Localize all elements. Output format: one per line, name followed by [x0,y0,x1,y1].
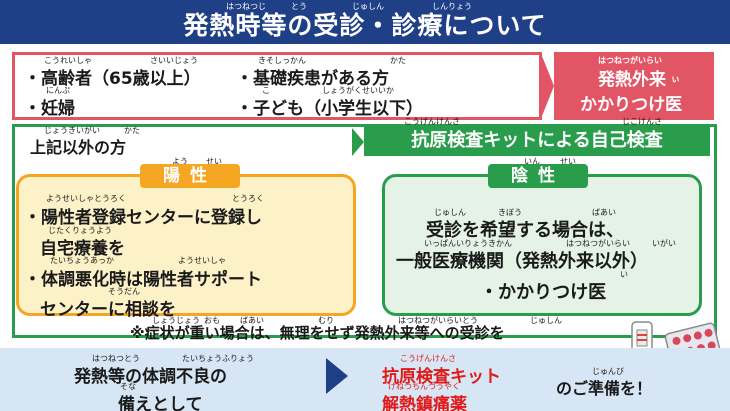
fever-clinic-connector: ぃ [671,75,681,85]
note-ruby-1: しょうじょう [152,316,200,325]
positive-line-3: ・体調悪化時は陽性者サポート [24,270,262,290]
note-ruby-6: じゅしん [530,316,562,325]
please-prepare-label: のご準備を！ [556,379,653,398]
other-ruby-2: かた [124,126,140,135]
antipyretic-item: 解熱鎮痛薬 [382,395,467,411]
arrow-to-self-test-icon [352,128,364,156]
positive-ruby-2: せい [206,157,222,166]
title-bar: はつねつじ とう じゅしん しんりょう 発熱時等の受診・診療について [0,0,730,44]
neg-line-ruby-3: ばあい [592,208,616,217]
note-ruby-5: はつねつがいらいとう [398,316,478,325]
negative-box [382,174,702,316]
bottom-left-line-1: 発熱等の体調不良の [74,367,227,387]
self-test-header: 抗原検査キットによる自己検査 [364,126,710,156]
positive-line-2: 自宅療養を [40,239,125,259]
title-ruby-4: しんりょう [432,2,472,11]
negative-line-1: 受診を希望する場合は、 [426,220,624,241]
negative-line-3: ・かかりつけ医 [480,282,607,303]
page-title: 発熱時等の受診・診療について [183,11,547,40]
note-ruby-2: おも [204,316,220,325]
neg-line-ruby-2: きぼう [498,208,522,217]
preparation-banner [0,348,730,411]
positive-tab: 陽性 [140,164,240,188]
elderly-item-children: ・子ども（小学生以下） [236,99,423,119]
arrow-right-icon [326,358,348,394]
negative-tab: 陰性 [488,164,588,188]
neg-line-ruby-7: い [620,270,628,279]
negative-ruby-1: いん [524,157,540,166]
fever-clinic-ruby: はつねつがいらい [598,56,662,65]
pos-line-ruby-3: じたくりょうよう [48,226,112,235]
negative-line-2: 一般医療機関（発熱外来以外） [396,251,648,272]
pos-line-ruby-2: とうろく [232,194,264,203]
family-doctor-label: かかりつけ医 [580,95,683,115]
positive-ruby-1: よう [172,157,188,166]
severe-symptoms-note: ※症状が重い場合は、無理をせず発熱外来等への受診を [130,324,505,342]
pos-line-ruby-1: ようせいしゃとうろく [46,194,126,203]
elderly-item-underlying-disease: ・基礎疾患がある方 [236,69,389,89]
bottom-left-line-2: 備えとして [118,395,203,411]
elderly-ruby-6: こ [262,86,270,95]
other-ruby-1: じょうきいがい [44,126,100,135]
fever-clinic-box: はつねつがいらい 発熱外来 ぃ かかりつけ医 [554,52,714,120]
title-ruby-1: はつねつじ [226,2,266,11]
negative-ruby-2: せい [560,157,576,166]
title-ruby-3: じゅしん [352,2,384,11]
neg-line-ruby-5: はつねつがいらい [566,239,630,248]
pos-line-ruby-4: たいちょうあっか [50,256,114,265]
bottom-ruby-5: げねつちんつうやく [388,382,460,391]
antigen-kit-item: 抗原検査キット [382,367,501,387]
elderly-item-pregnant: ・妊婦 [24,99,75,119]
neg-line-ruby-6: いがい [652,239,676,248]
antigen-ruby-1: こうげんけんさ [404,117,460,126]
elderly-ruby-5: にんぷ [46,86,70,95]
fever-clinic-label: 発熱外来 [598,70,666,90]
elderly-item-senior: ・高齢者（65歳以上） [24,69,201,89]
bottom-ruby-1: はつねつとう [92,354,140,363]
title-ruby-2: とう [291,2,307,11]
bottom-ruby-3: そな [120,382,136,391]
antigen-ruby-2: じこけんさ [622,117,662,126]
elderly-ruby-2: さいいじょう [150,56,198,65]
elderly-ruby-3: きそしっかん [258,56,306,65]
note-ruby-3: ばあい [240,316,264,325]
pos-line-ruby-6: そうだん [108,287,140,296]
elderly-ruby-1: こうれいしゃ [44,56,92,65]
neg-line-ruby-1: じゅしん [434,208,466,217]
note-ruby-4: むり [318,316,334,325]
elderly-ruby-7: しょうがくせいいか [322,86,394,95]
neg-line-ruby-4: いっぱんいりょうきかん [424,239,512,248]
high-risk-group-box [12,52,542,120]
positive-line-4: センターに相談を [40,300,176,320]
other-people-label: 上記以外の方 [30,138,127,157]
bottom-ruby-2: たいちょうふりょう [182,354,254,363]
bottom-ruby-4: こうげんけんさ [400,354,456,363]
positive-box [16,174,356,316]
arrow-to-fever-clinic-icon [542,56,554,116]
bottom-ruby-6: じゅんび [592,367,624,376]
pos-line-ruby-5: ようせいしゃ [178,256,226,265]
positive-line-1: ・陽性者登録センターに登録し [24,208,262,228]
elderly-ruby-4: かた [390,56,406,65]
